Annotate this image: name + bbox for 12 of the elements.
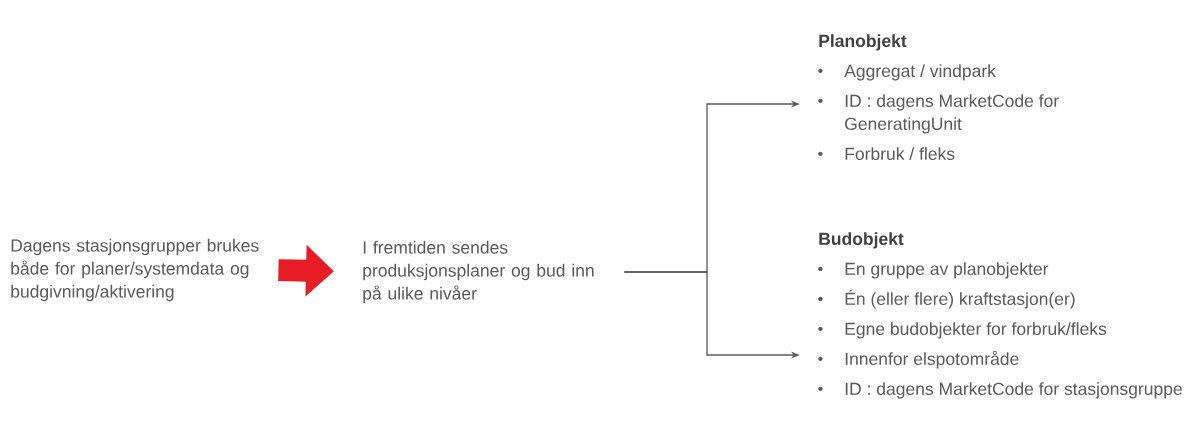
list-item: Egne budobjekter for forbruk/fleks [845, 322, 1107, 339]
list-item: Forbruk / fleks [845, 147, 955, 161]
list-item: Aggregat / vindpark [844, 64, 996, 81]
list-heading: Planobjekt [819, 34, 907, 51]
list-item: Innenfor elspotområde [845, 350, 1019, 369]
list-item: ID : dagens MarketCode for stasjonsgruppe [845, 382, 1182, 399]
list-item: Én (eller flere) kraftstasjon(er) [845, 289, 1075, 309]
list-heading: Budobjekt [819, 232, 904, 249]
body-text: I fremtiden sendes produksjonsplaner og bud inn på ulike nivåer [363, 240, 594, 304]
body-text: Dagens stasjonsgrupper brukes både for planer/systemdata og budgivning/aktivering [11, 238, 259, 302]
list-item: En gruppe av planobjekter [845, 262, 1049, 279]
list-item: ID : dagens MarketCode for GeneratingUnit [845, 94, 1059, 134]
